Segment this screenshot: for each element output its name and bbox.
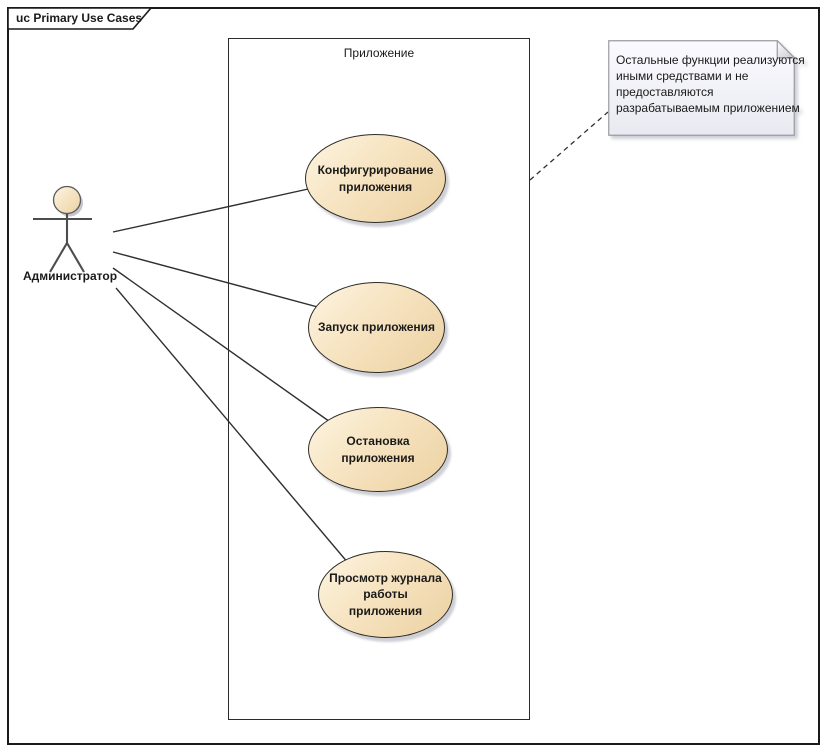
system-boundary-label: Приложение	[343, 46, 415, 60]
usecase-stop-app[interactable]: Остановка приложения	[308, 407, 448, 492]
usecase-label: Запуск приложения	[317, 320, 436, 335]
association-stop	[112, 267, 341, 430]
actor-label: Администратор	[22, 269, 118, 283]
usecase-label: Просмотр журнала работы приложения	[329, 571, 442, 618]
usecase-label: Конфигурирование приложения	[317, 163, 434, 194]
actor-figure	[33, 185, 92, 273]
note-line: Остальные функции реализуются	[616, 53, 805, 67]
note-line: иными средствами и не	[616, 69, 749, 83]
actor-leg-left	[49, 242, 68, 273]
note-text: Остальные функции реализуются иными сред…	[616, 52, 805, 116]
actor-head	[52, 185, 82, 215]
actor-leg-right	[66, 242, 85, 273]
frame-tab	[8, 8, 153, 30]
association-configure	[112, 181, 341, 233]
usecase-configure-app[interactable]: Конфигурирование приложения	[305, 134, 446, 223]
note-fold-corner	[776, 40, 796, 59]
note-link-dashed	[529, 111, 609, 181]
frame-label: uc Primary Use Cases	[16, 11, 143, 25]
actor-administrator[interactable]	[30, 183, 110, 278]
diagram-frame	[7, 7, 820, 745]
usecase-view-log[interactable]: Просмотр журнала работы приложения	[318, 551, 453, 638]
note-line: предоставляются	[616, 85, 714, 99]
usecase-label: Остановка приложения	[341, 434, 415, 465]
usecase-start-app[interactable]: Запуск приложения	[308, 282, 445, 373]
note[interactable]: Остальные функции реализуются иными сред…	[608, 40, 805, 136]
association-start	[112, 251, 341, 314]
note-line: разрабатываемым приложением	[616, 101, 800, 115]
note-shape	[608, 40, 796, 136]
association-view-log	[115, 287, 366, 584]
